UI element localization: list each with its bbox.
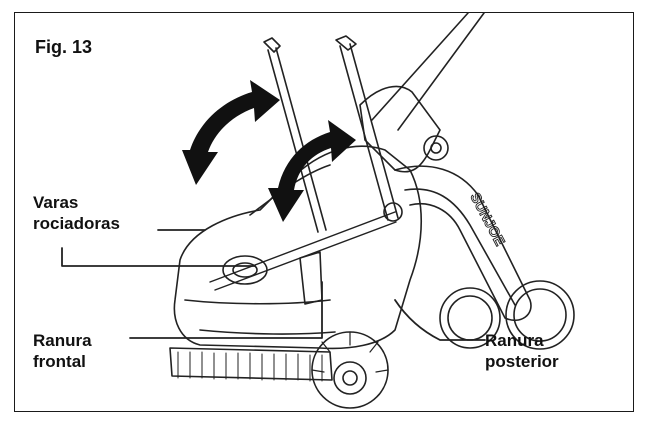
handle-pole [371, 12, 485, 131]
label-line: posterior [485, 352, 559, 371]
label-line: rociadoras [33, 214, 120, 233]
label-line: Ranura [33, 331, 92, 350]
front-brush [169, 347, 333, 382]
side-frame [394, 165, 532, 322]
handle-housing [359, 85, 449, 173]
figure-title: Fig. 13 [35, 37, 93, 57]
rear-wheel [439, 280, 575, 350]
rotation-arrow [182, 80, 356, 222]
label-line: Varas [33, 193, 79, 212]
label-line: Ranura [485, 331, 544, 350]
label-rear-slot: Ranura posterior [485, 330, 559, 372]
label-front-slot: Ranura frontal [33, 330, 92, 372]
label-spray-wands: Varas rociadoras [33, 192, 120, 234]
label-line: frontal [33, 352, 86, 371]
leader-lines [61, 229, 486, 341]
side-brush [311, 331, 389, 409]
brand-logo: SUNJOE [467, 190, 508, 248]
